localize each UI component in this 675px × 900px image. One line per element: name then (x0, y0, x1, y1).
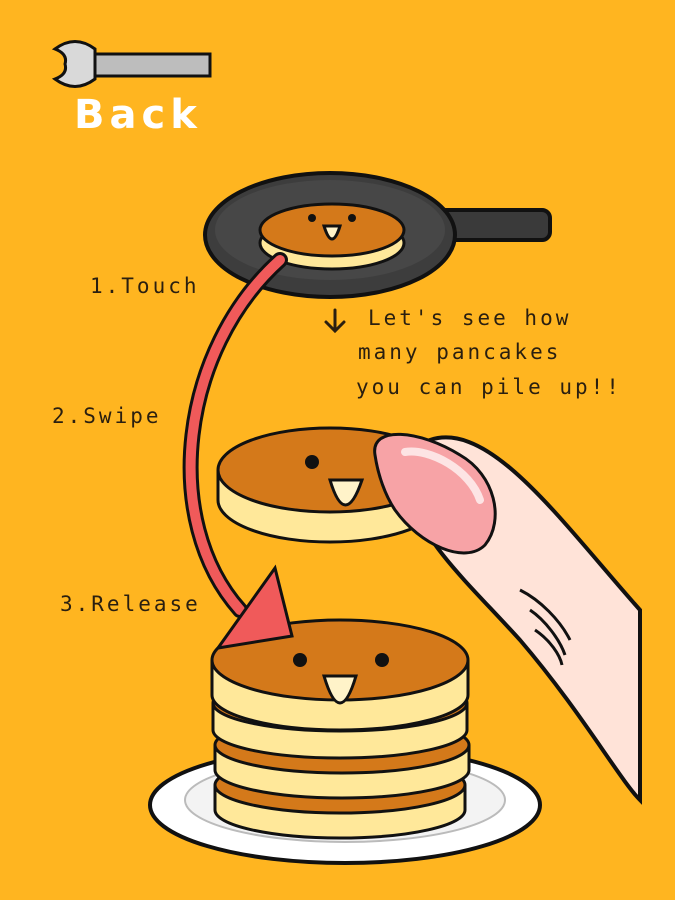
step-release-label: 3.Release (60, 592, 201, 616)
back-label: Back (74, 92, 202, 138)
message-line-3: you can pile up!! (356, 375, 622, 399)
spatula-icon (51, 40, 212, 88)
message-line-2: many pancakes (358, 340, 562, 364)
pancake-stack-icon (210, 618, 471, 840)
back-button[interactable]: Back (40, 30, 220, 150)
message-line-1: Let's see how (368, 306, 572, 330)
finger-icon (373, 432, 642, 805)
curved-arrow-icon (182, 252, 294, 651)
step-swipe-label: 2.Swipe (52, 404, 162, 428)
down-arrow-icon (324, 308, 346, 334)
step-touch-label: 1.Touch (90, 274, 200, 298)
